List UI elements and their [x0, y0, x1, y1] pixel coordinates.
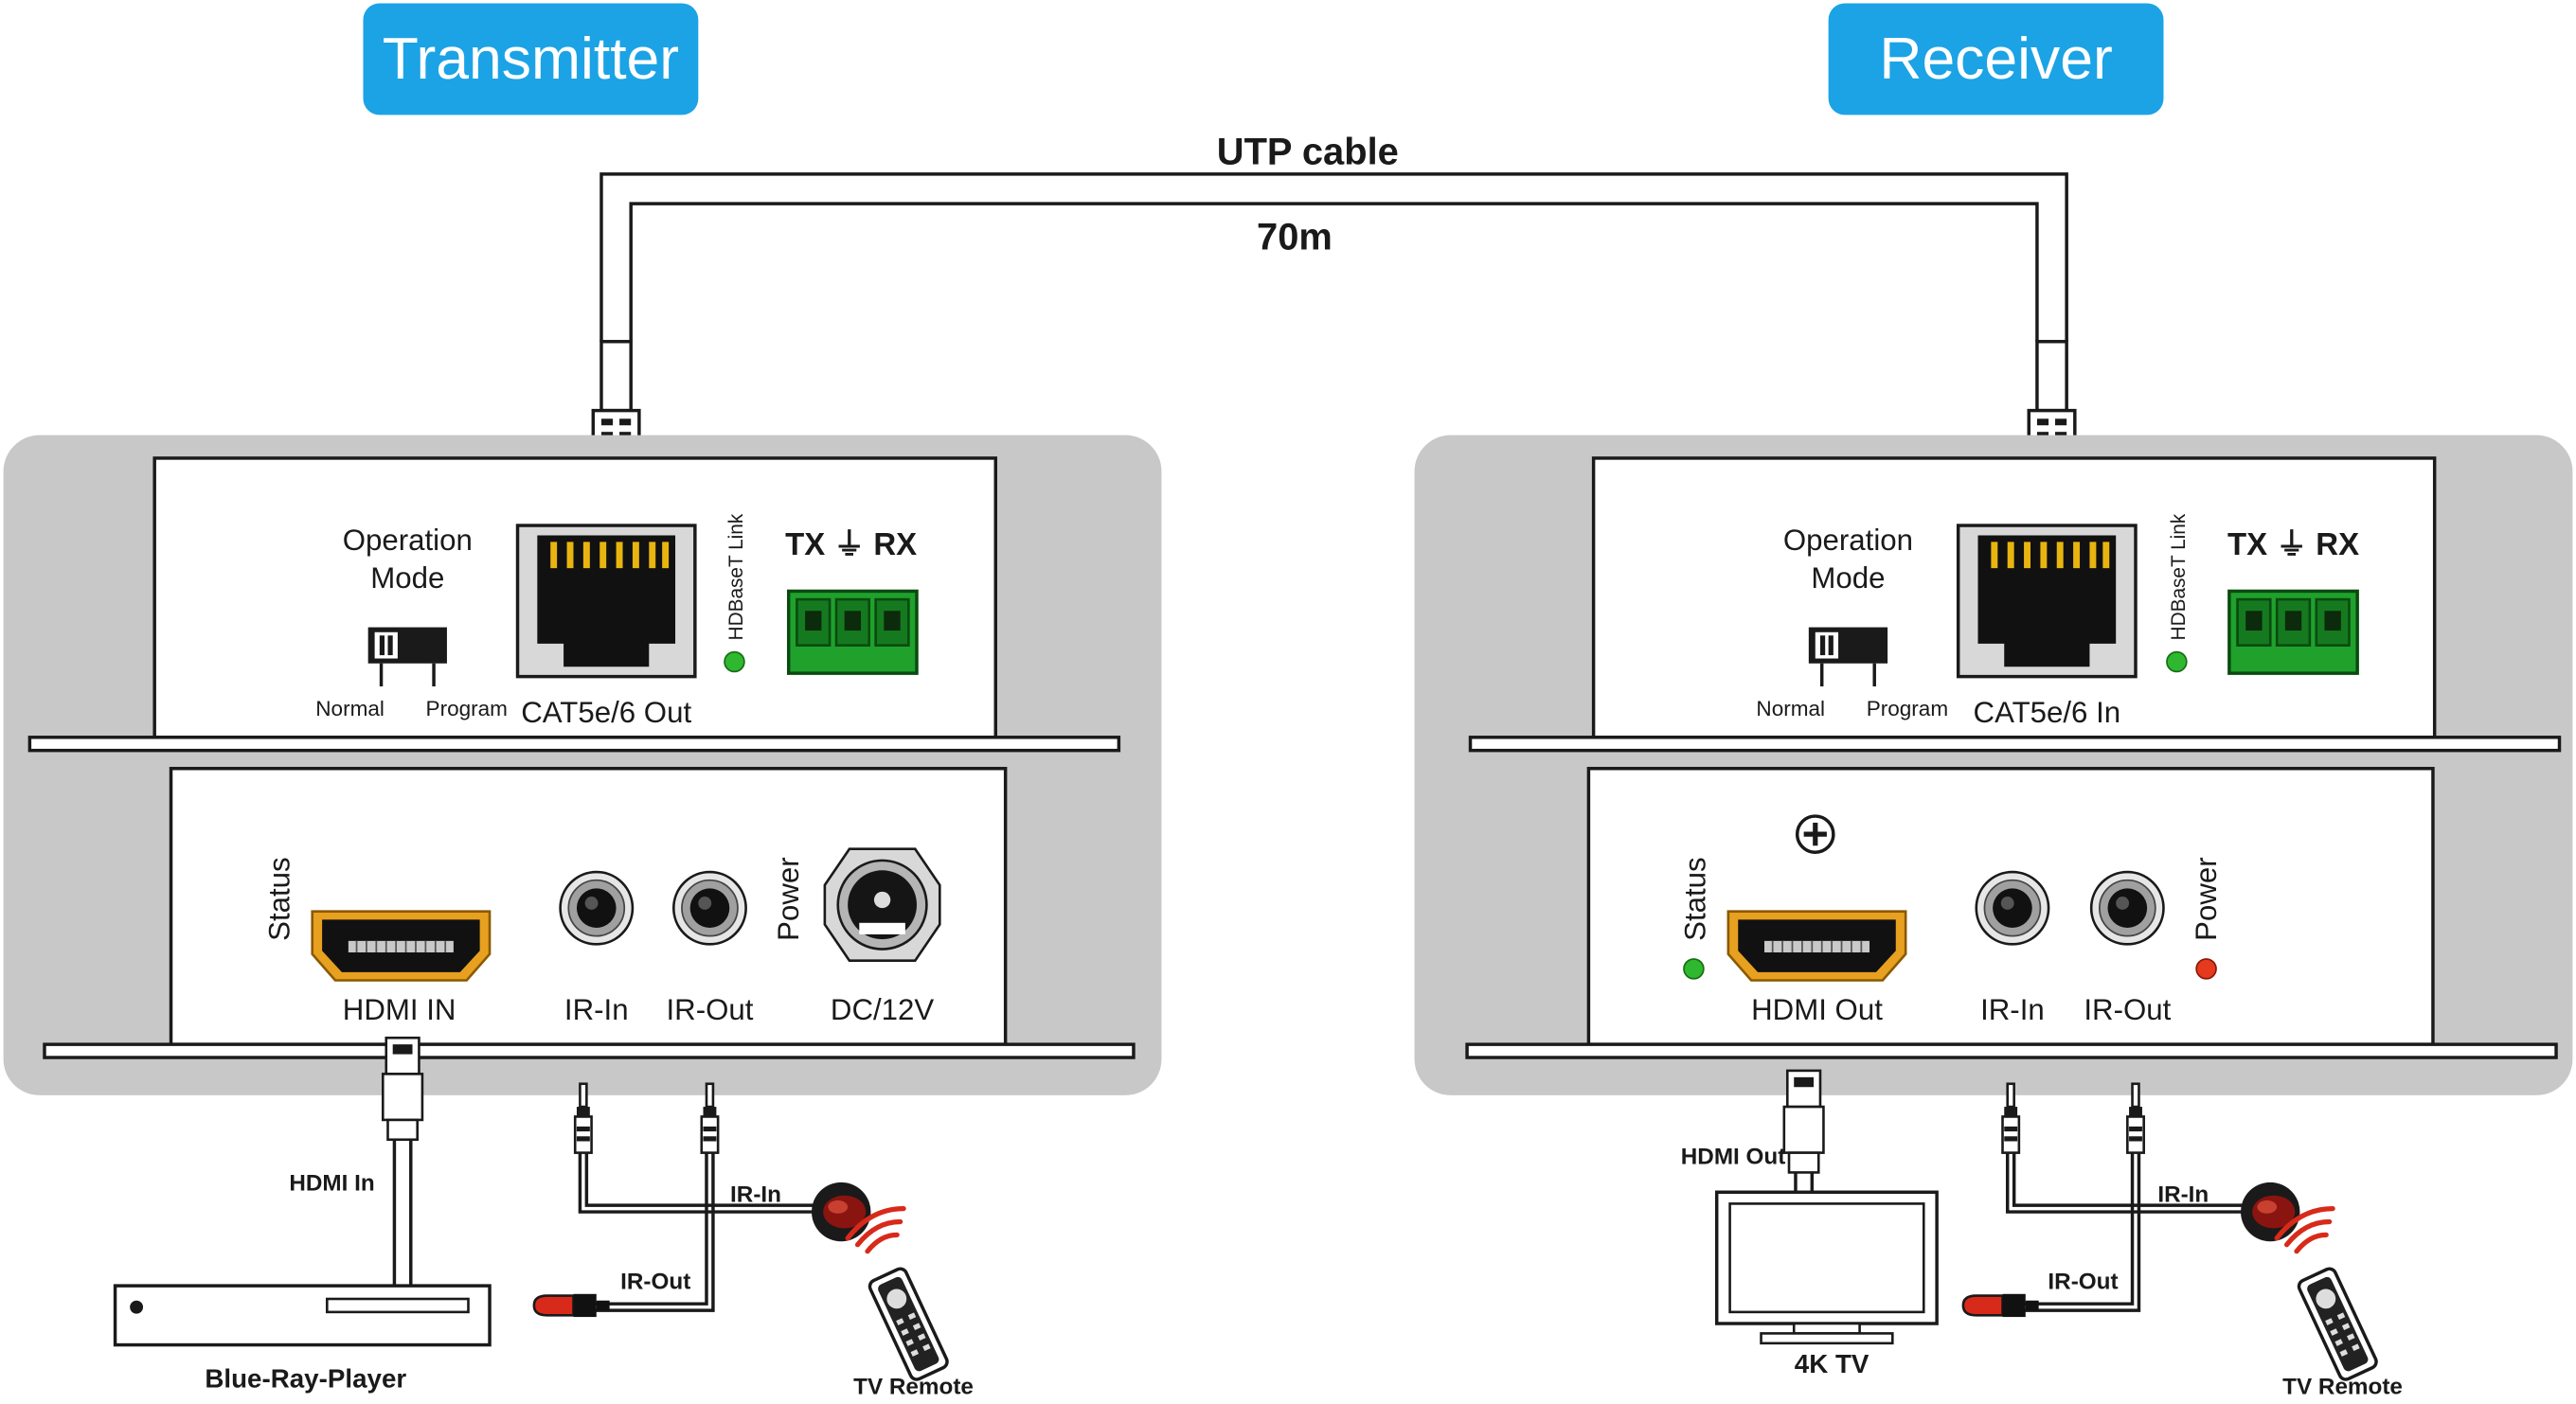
transmitter-unit: Operation Mode Normal Program CAT5e/6 Ou…	[3, 435, 1162, 1095]
tv-remote-label: TV Remote	[853, 1375, 974, 1400]
ir-out-port-label: IR-Out	[666, 993, 753, 1026]
receiver-hdmi-cable	[1782, 1069, 1825, 1193]
rs232-terminal-label: TX ⏚ RX	[785, 526, 917, 561]
ir-out-port[interactable]	[671, 870, 747, 946]
rs232-terminal-label: TX ⏚ RX	[2227, 526, 2359, 561]
ir-in-port[interactable]	[1975, 870, 2050, 946]
operation-mode-label-line1: Operation	[343, 524, 473, 557]
utp-cable	[599, 172, 2068, 342]
hdbaset-link-label: HDBaseT Link	[2168, 513, 2190, 640]
ir-out-cable-label: IR-Out	[2048, 1270, 2118, 1295]
ir-in-cable-label: IR-In	[2157, 1182, 2209, 1208]
ir-out-cable-label: IR-Out	[620, 1270, 690, 1295]
cable-length-label: 70m	[1257, 217, 1333, 258]
operation-mode-label-line2: Mode	[1811, 561, 1885, 595]
hdbaset-link-led	[724, 650, 745, 673]
ir-in-port[interactable]	[559, 870, 635, 946]
blu-ray-player-label: Blue-Ray-Player	[205, 1364, 406, 1394]
hdmi-out-cable-label: HDMI Out	[1681, 1145, 1786, 1170]
receiver-ir-cables	[2001, 1082, 2243, 1312]
tv-remote-icon	[2277, 1209, 2378, 1382]
transmitter-ir-cables	[573, 1082, 814, 1312]
utp-cable-label: UTP cable	[1217, 131, 1399, 172]
receiver-badge: Receiver	[1828, 3, 2164, 116]
dc-12v-label: DC/12V	[831, 993, 934, 1026]
switch-program-label: Program	[1867, 697, 1948, 720]
hdbaset-link-label: HDBaseT Link	[725, 513, 747, 640]
operation-mode-label-line1: Operation	[1783, 524, 1913, 557]
cat5-in-port[interactable]	[1956, 524, 2138, 679]
cat5-in-label: CAT5e/6 In	[1974, 696, 2121, 729]
ir-out-port-label: IR-Out	[2084, 993, 2171, 1026]
hdmi-in-cable-label: HDMI In	[289, 1171, 374, 1197]
power-label: Power	[2190, 857, 2223, 941]
rs232-terminal-block[interactable]	[786, 589, 919, 675]
mounting-screw-icon	[1795, 814, 1835, 854]
ir-receiver-eye	[2241, 1182, 2300, 1242]
hdmi-in-port[interactable]	[311, 910, 492, 982]
receiver-title: Receiver	[1879, 26, 2112, 92]
hdmi-out-port[interactable]	[1726, 910, 1907, 982]
power-label: Power	[772, 857, 805, 941]
status-label: Status	[262, 857, 295, 941]
dc-power-port[interactable]	[823, 847, 941, 962]
ir-emitter	[1961, 1292, 2040, 1319]
tv-remote-icon	[848, 1209, 949, 1382]
switch-normal-label: Normal	[1756, 697, 1825, 720]
ir-in-port-label: IR-In	[564, 993, 629, 1026]
status-led	[1683, 958, 1705, 980]
ir-receiver-eye	[811, 1182, 871, 1242]
hdbaset-link-led	[2166, 650, 2188, 673]
transmitter-hdmi-cable	[381, 1036, 424, 1287]
cat5-out-label: CAT5e/6 Out	[521, 696, 691, 729]
status-label: Status	[1679, 857, 1712, 941]
transmitter-title: Transmitter	[383, 26, 679, 92]
ir-emitter	[532, 1292, 611, 1319]
4k-tv-icon	[1714, 1190, 1939, 1345]
hdmi-out-label: HDMI Out	[1751, 993, 1883, 1026]
hdmi-in-label: HDMI IN	[343, 993, 456, 1026]
4k-tv-label: 4K TV	[1795, 1349, 1869, 1378]
operation-mode-label-line2: Mode	[370, 561, 444, 595]
blu-ray-player	[113, 1284, 492, 1347]
switch-normal-label: Normal	[315, 697, 385, 720]
rs232-terminal-block[interactable]	[2227, 589, 2359, 675]
power-led	[2195, 958, 2217, 980]
switch-program-label: Program	[426, 697, 508, 720]
receiver-unit: Operation Mode Normal Program CAT5e/6 In…	[1414, 435, 2573, 1095]
cat5-out-port[interactable]	[515, 524, 697, 679]
transmitter-badge: Transmitter	[363, 3, 699, 116]
ir-in-cable-label: IR-In	[730, 1182, 781, 1208]
ir-out-port[interactable]	[2089, 870, 2165, 946]
ir-in-port-label: IR-In	[1980, 993, 2045, 1026]
tv-remote-label: TV Remote	[2282, 1375, 2403, 1400]
